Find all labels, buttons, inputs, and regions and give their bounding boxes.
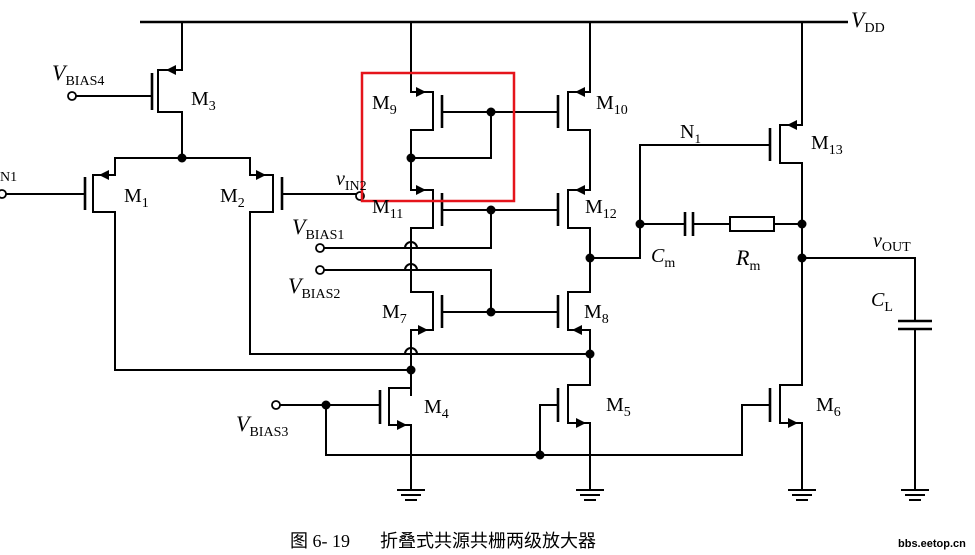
vbias4-terminal bbox=[67, 91, 77, 101]
m10-label: M10 bbox=[596, 92, 628, 118]
vbias1-wire bbox=[323, 209, 492, 249]
m6-label: M6 bbox=[816, 394, 841, 420]
transistor-m11 bbox=[410, 157, 444, 293]
transistor-m4 bbox=[378, 369, 412, 491]
transistor-m7 bbox=[410, 291, 444, 396]
vout-wire bbox=[801, 257, 916, 321]
n1-node-wire bbox=[589, 144, 771, 259]
load-capacitor-cl bbox=[898, 319, 932, 491]
vbias2-terminal bbox=[315, 265, 325, 275]
m1-label: M1 bbox=[124, 185, 149, 211]
cm-label: Cm bbox=[651, 245, 675, 271]
figure-number: 图 6- 19 bbox=[290, 531, 350, 551]
bias3-shared-wire bbox=[325, 404, 771, 456]
nulling-resistor-rm bbox=[729, 216, 803, 232]
transistor-m12 bbox=[556, 185, 591, 293]
vbias2-label: VBIAS2 bbox=[288, 273, 340, 302]
m9-label: M9 bbox=[372, 92, 397, 118]
m9-gate-dot bbox=[486, 107, 496, 117]
tail-node-dot bbox=[177, 153, 187, 163]
vin1-terminal bbox=[0, 189, 7, 199]
rm-label: Rm bbox=[735, 245, 760, 274]
m9-diode-link bbox=[410, 111, 492, 159]
transistor-m1 bbox=[3, 157, 116, 371]
m5-gate-wire bbox=[539, 404, 559, 456]
vbias1-terminal bbox=[315, 243, 325, 253]
vin1-label: N1 bbox=[0, 170, 17, 185]
vdd-label: VDD bbox=[851, 7, 885, 36]
vin2-label: vIN2 bbox=[336, 168, 367, 194]
hop-2 bbox=[403, 263, 419, 272]
m5-label: M5 bbox=[606, 394, 631, 420]
hop-3 bbox=[403, 347, 419, 356]
transistor-m8 bbox=[556, 291, 591, 371]
highlight-box-m9-m11 bbox=[360, 71, 516, 203]
vbias3-label: VBIAS3 bbox=[236, 411, 288, 440]
m12-label: M12 bbox=[585, 196, 617, 222]
vout-label: vOUT bbox=[873, 230, 911, 255]
vbias2-wire bbox=[323, 269, 492, 313]
n1-label: N1 bbox=[680, 121, 701, 146]
m7-label: M7 bbox=[382, 301, 407, 327]
transistor-m3 bbox=[75, 21, 183, 159]
transistor-m6 bbox=[768, 257, 803, 491]
m2-label: M2 bbox=[220, 185, 245, 211]
m13-label: M13 bbox=[811, 132, 843, 158]
m3-label: M3 bbox=[191, 88, 216, 114]
transistor-m13 bbox=[768, 21, 803, 259]
vbias3-terminal bbox=[271, 400, 281, 410]
vbias1-label: VBIAS1 bbox=[292, 214, 344, 243]
transistor-m5 bbox=[556, 353, 591, 491]
ground-symbols bbox=[397, 489, 929, 501]
transistor-m9 bbox=[410, 21, 444, 159]
transistor-m2 bbox=[249, 157, 357, 355]
vbias4-label: VBIAS4 bbox=[52, 60, 104, 89]
transistor-m10 bbox=[556, 21, 591, 191]
cl-label: CL bbox=[871, 289, 893, 315]
miller-capacitor-cm bbox=[639, 212, 731, 236]
watermark: bbs.eetop.cn bbox=[898, 538, 966, 550]
m8-label: M8 bbox=[584, 301, 609, 327]
m11-label: M11 bbox=[372, 196, 403, 222]
m4-label: M4 bbox=[424, 396, 449, 422]
hop-1 bbox=[403, 241, 419, 250]
figure-title: 折叠式共源共栅两级放大器 bbox=[380, 531, 596, 551]
